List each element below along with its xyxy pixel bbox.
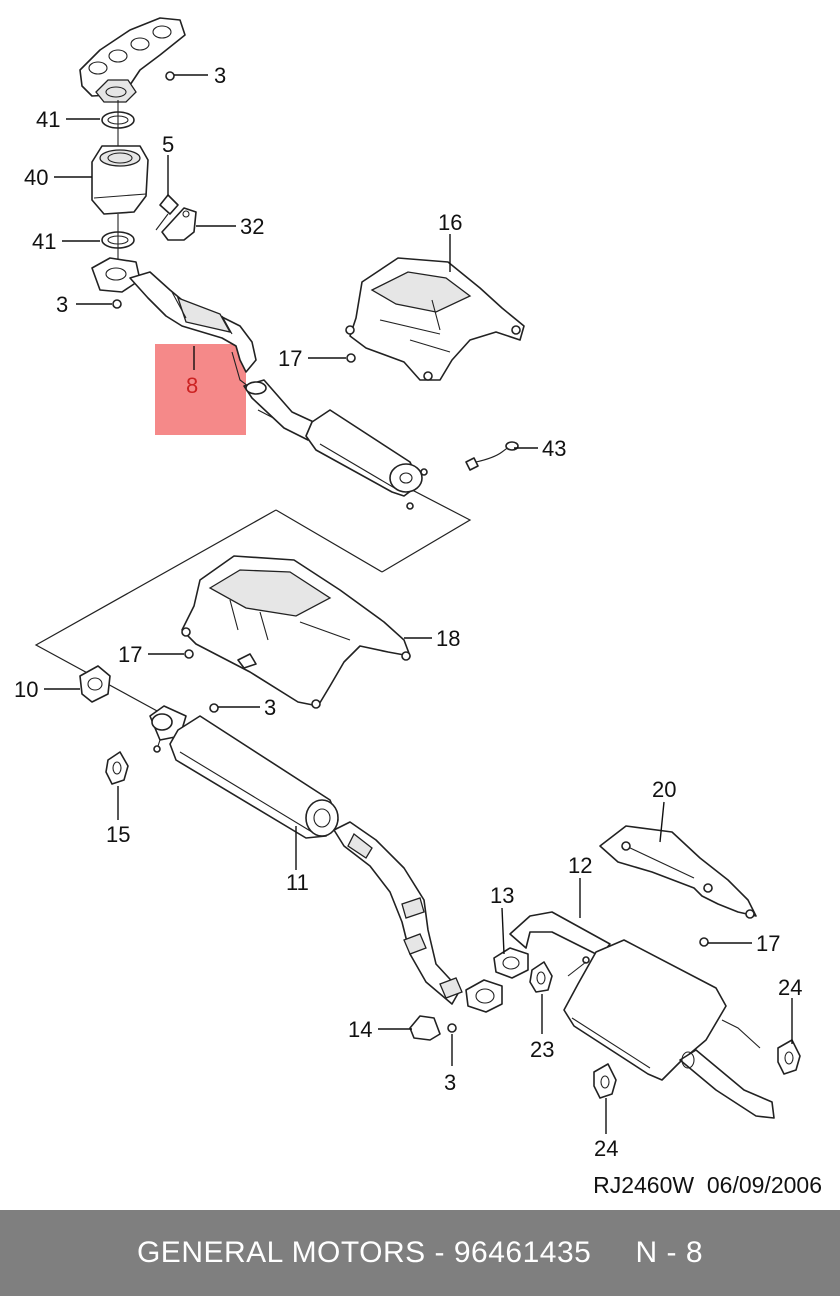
callout-41-top[interactable]: 41 <box>36 107 60 132</box>
callout-3-mid[interactable]: 3 <box>264 695 276 720</box>
rubber-hanger-24-right[interactable] <box>777 1039 801 1075</box>
leader-lines <box>44 74 793 1134</box>
callout-40[interactable]: 40 <box>24 165 48 190</box>
rear-muffler[interactable] <box>509 911 775 1119</box>
bracket-32[interactable] <box>161 207 197 241</box>
callout-11[interactable]: 11 <box>286 870 309 895</box>
callout-18[interactable]: 18 <box>436 626 460 651</box>
callout-12[interactable]: 12 <box>568 853 592 878</box>
exhaust-system-diagram: 3 41 5 40 32 41 3 16 17 8 43 17 18 10 3 … <box>14 17 802 1161</box>
rubber-hanger-24-bottom[interactable] <box>593 1063 617 1099</box>
callout-10[interactable]: 10 <box>14 677 38 702</box>
callout-15[interactable]: 15 <box>106 822 130 847</box>
footer-bar: GENERAL MOTORS - 96461435 N - 8 <box>0 1210 840 1296</box>
gasket-13[interactable] <box>493 947 529 979</box>
gasket-10[interactable] <box>79 665 111 703</box>
catalytic-converter[interactable] <box>91 145 149 215</box>
callout-3-left[interactable]: 3 <box>56 292 68 317</box>
front-pipe-flange[interactable] <box>91 257 141 293</box>
callout-17-upper[interactable]: 17 <box>278 346 302 371</box>
callout-13[interactable]: 13 <box>490 883 514 908</box>
highlight-part-8[interactable] <box>155 344 246 435</box>
footer-text: GENERAL MOTORS - 96461435 N - 8 <box>136 1236 704 1269</box>
callout-3-top[interactable]: 3 <box>214 63 226 88</box>
clamp-14[interactable] <box>409 1015 441 1041</box>
callout-3-bottom[interactable]: 3 <box>444 1070 456 1095</box>
heat-shield-20[interactable] <box>599 825 757 919</box>
callout-5[interactable]: 5 <box>162 132 174 157</box>
exhaust-manifold[interactable] <box>79 17 186 103</box>
callout-43[interactable]: 43 <box>542 436 566 461</box>
rubber-hanger-23[interactable] <box>529 961 553 993</box>
rubber-hanger-15[interactable] <box>105 751 129 785</box>
callout-32[interactable]: 32 <box>240 214 264 239</box>
heat-shield-18[interactable] <box>181 555 411 709</box>
callout-14[interactable]: 14 <box>348 1017 372 1042</box>
nut[interactable] <box>184 649 194 659</box>
drawing-reference-stamp: RJ2460W 06/09/2006 <box>593 1172 822 1198</box>
callout-24-bottom[interactable]: 24 <box>594 1136 618 1161</box>
front-muffler[interactable] <box>305 409 428 510</box>
nut[interactable] <box>699 937 709 947</box>
callout-20[interactable]: 20 <box>652 777 676 802</box>
heat-shield-16[interactable] <box>345 257 525 381</box>
intermediate-pipe-front[interactable] <box>243 379 319 441</box>
callout-17-lower[interactable]: 17 <box>756 931 780 956</box>
nut[interactable] <box>165 71 175 81</box>
rear-flange[interactable] <box>465 979 503 1013</box>
center-muffler[interactable] <box>149 705 339 839</box>
nut[interactable] <box>209 703 219 713</box>
callout-8[interactable]: 8 <box>186 373 198 398</box>
callout-41-mid[interactable]: 41 <box>32 229 56 254</box>
nut[interactable] <box>447 1023 457 1033</box>
nut[interactable] <box>112 299 122 309</box>
callout-23[interactable]: 23 <box>530 1037 554 1062</box>
callout-24-right[interactable]: 24 <box>778 975 802 1000</box>
callout-17-mid[interactable]: 17 <box>118 642 142 667</box>
nut[interactable] <box>346 353 356 363</box>
front-pipe[interactable] <box>129 271 257 393</box>
oxygen-sensor[interactable] <box>465 441 519 471</box>
callout-16[interactable]: 16 <box>438 210 462 235</box>
bolt-5[interactable] <box>155 194 179 231</box>
intermediate-pipe-rear[interactable] <box>333 821 463 1005</box>
